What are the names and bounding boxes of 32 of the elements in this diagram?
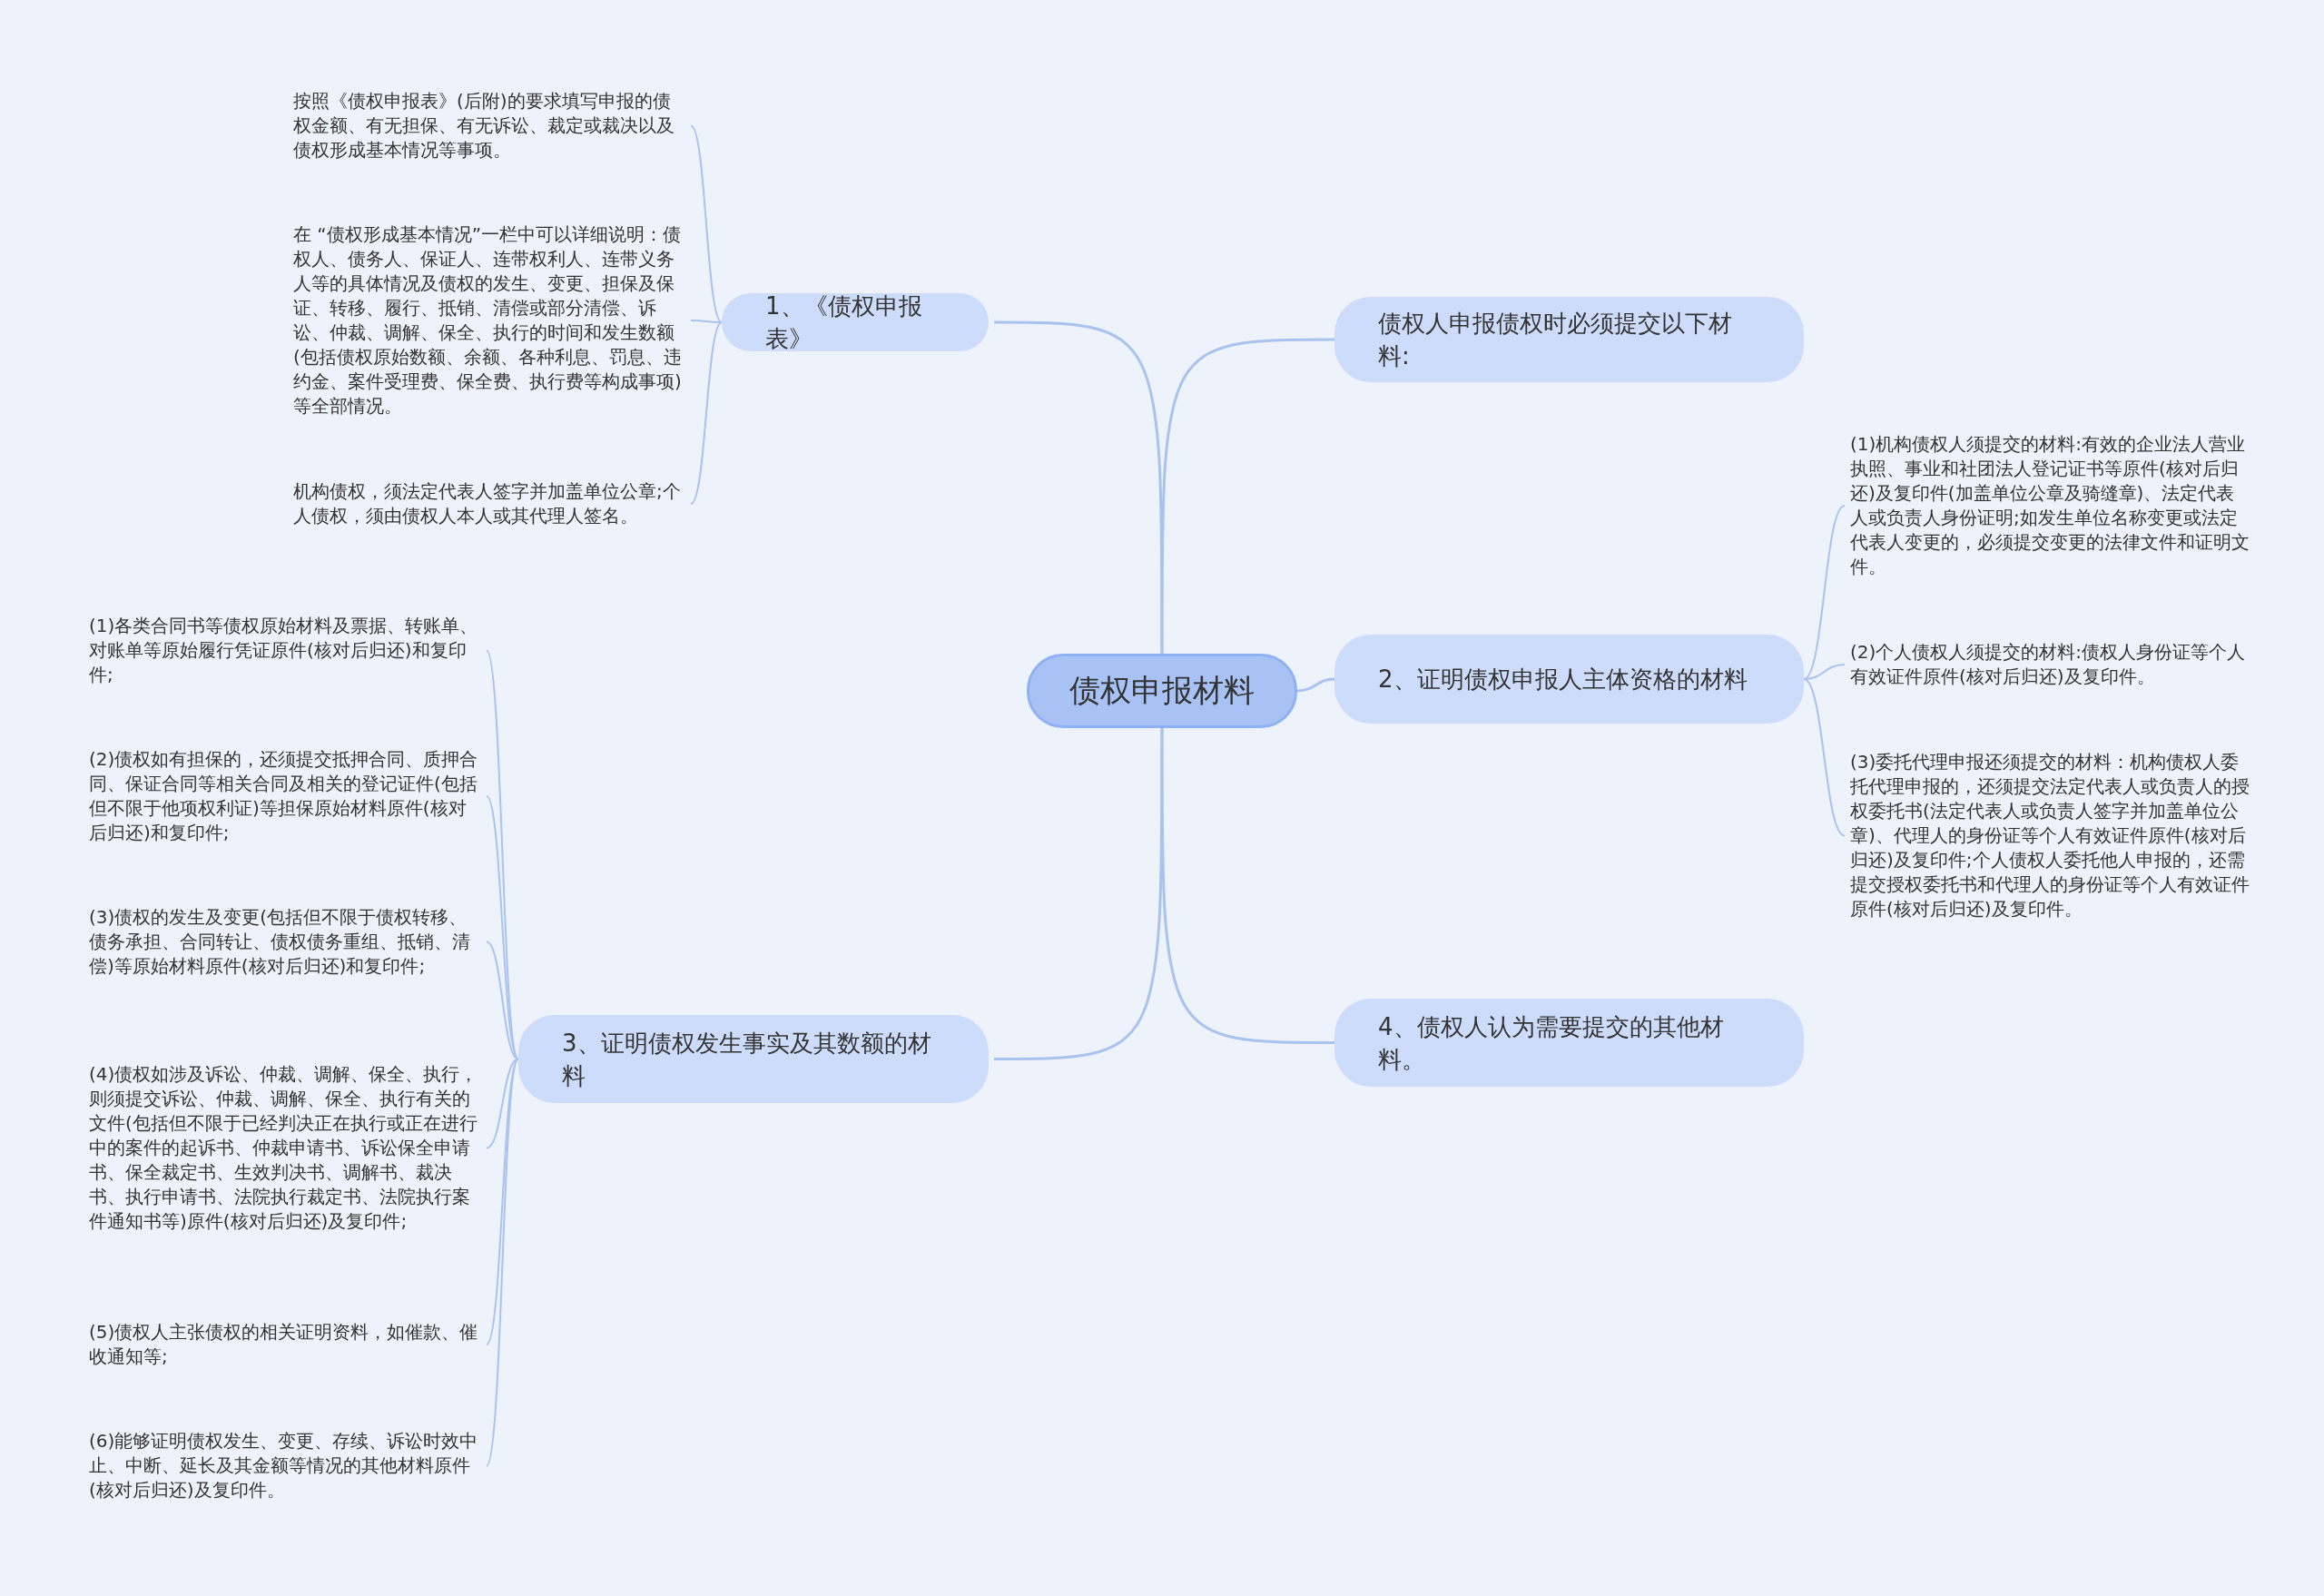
connector-line (1296, 677, 1335, 693)
topic-text: 在 “债权形成基本情况”一栏中可以详细说明：债权人、债务人、保证人、连带权利人、连带义务人等的具体情况及债权的发生、变更、担保及保证、转移、履行、抵销、清偿或部分清偿、诉讼、仲裁、调解、保全、执行的时间和发生数额(包括债权原始数额、余额、各种利息、罚息、违约金、案件受理费、保全费、执行费等构成事项)等全部情况。 (293, 222, 684, 419)
connector-line (994, 320, 1164, 654)
connector-line (1803, 678, 1846, 837)
connector-line (994, 728, 1164, 1060)
topic-box: 4、债权人认为需要提交的其他材料。 (1334, 999, 1804, 1087)
connector-line (486, 1058, 519, 1149)
topic-box: 1、《债权申报表》 (722, 293, 989, 351)
connector-line (1803, 664, 1846, 680)
topic-text: (6)能够证明债权发生、变更、存续、诉讼时效中止、中断、延长及其金额等情况的其他材料原件(核对后归还)及复印件。 (89, 1429, 479, 1502)
connector-line (486, 941, 519, 1060)
connector-line (690, 320, 723, 323)
topic-text: (2)个人债权人须提交的材料:债权人身份证等个人有效证件原件(核对后归还)及复印件。 (1850, 640, 2250, 689)
connector-line (690, 124, 723, 323)
topic-text: (3)债权的发生及变更(包括但不限于债权转移、债务承担、合同转让、债权债务重组、抵销、清偿)等原始材料原件(核对后归还)和复印件; (89, 905, 479, 979)
topic-text: (3)委托代理申报还须提交的材料：机构债权人委托代理申报的，还须提交法定代表人或负责人的授权委托书(法定代表人或负责人签字并加盖单位公章)、代理人的身份证等个人有效证件原件(核对后归还)及复印件;个人债权人委托他人申报的，还需提交授权委托书和代理人的身份证等个人有效证件原件(核对后归还)及复印件。 (1850, 750, 2250, 921)
topic-box: 2、证明债权申报人主体资格的材料 (1334, 635, 1804, 724)
topic-text: (1)各类合同书等债权原始材料及票据、转账单、对账单等原始履行凭证原件(核对后归还)和复印件; (89, 614, 479, 687)
topic-text: 机构债权，须法定代表人签字并加盖单位公章;个人债权，须由债权人本人或其代理人签名。 (293, 479, 684, 528)
topic-text: (5)债权人主张债权的相关证明资料，如催款、催收通知等; (89, 1320, 479, 1369)
connector-line (1160, 338, 1334, 654)
connector-line (486, 1058, 519, 1467)
connector-line (690, 321, 723, 505)
topic-box: 3、证明债权发生事实及其数额的材料 (518, 1015, 989, 1103)
connector-line (1160, 728, 1334, 1044)
topic-text: (2)债权如有担保的，还须提交抵押合同、质押合同、保证合同等相关合同及相关的登记证件(包括但不限于他项权利证)等担保原始材料原件(核对后归还)和复印件; (89, 747, 479, 845)
topic-text: (1)机构债权人须提交的材料:有效的企业法人营业执照、事业和社团法人登记证书等原件(核对后归还)及复印件(加盖单位公章及骑缝章)、法定代表人或负责人身份证明;如发生单位名称变更或法定代表人变更的，必须提交变更的法律文件和证明文件。 (1850, 432, 2250, 579)
connector-line (1803, 505, 1846, 680)
central-topic-box: 债权申报材料 (1027, 654, 1297, 728)
topic-text: 按照《债权申报表》(后附)的要求填写申报的债权金额、有无担保、有无诉讼、裁定或裁决以及债权形成基本情况等事项。 (293, 89, 684, 163)
topic-text: (4)债权如涉及诉讼、仲裁、调解、保全、执行，则须提交诉讼、仲裁、调解、保全、执行有关的文件(包括但不限于已经判决正在执行或正在进行中的案件的起诉书、仲裁申请书、诉讼保全申请书、保全裁定书、生效判决书、调解书、裁决书、执行申请书、法院执行裁定书、法院执行案件通知书等)原件(核对后归还)及复印件; (89, 1062, 479, 1234)
topic-box: 债权人申报债权时必须提交以下材料: (1334, 297, 1804, 382)
